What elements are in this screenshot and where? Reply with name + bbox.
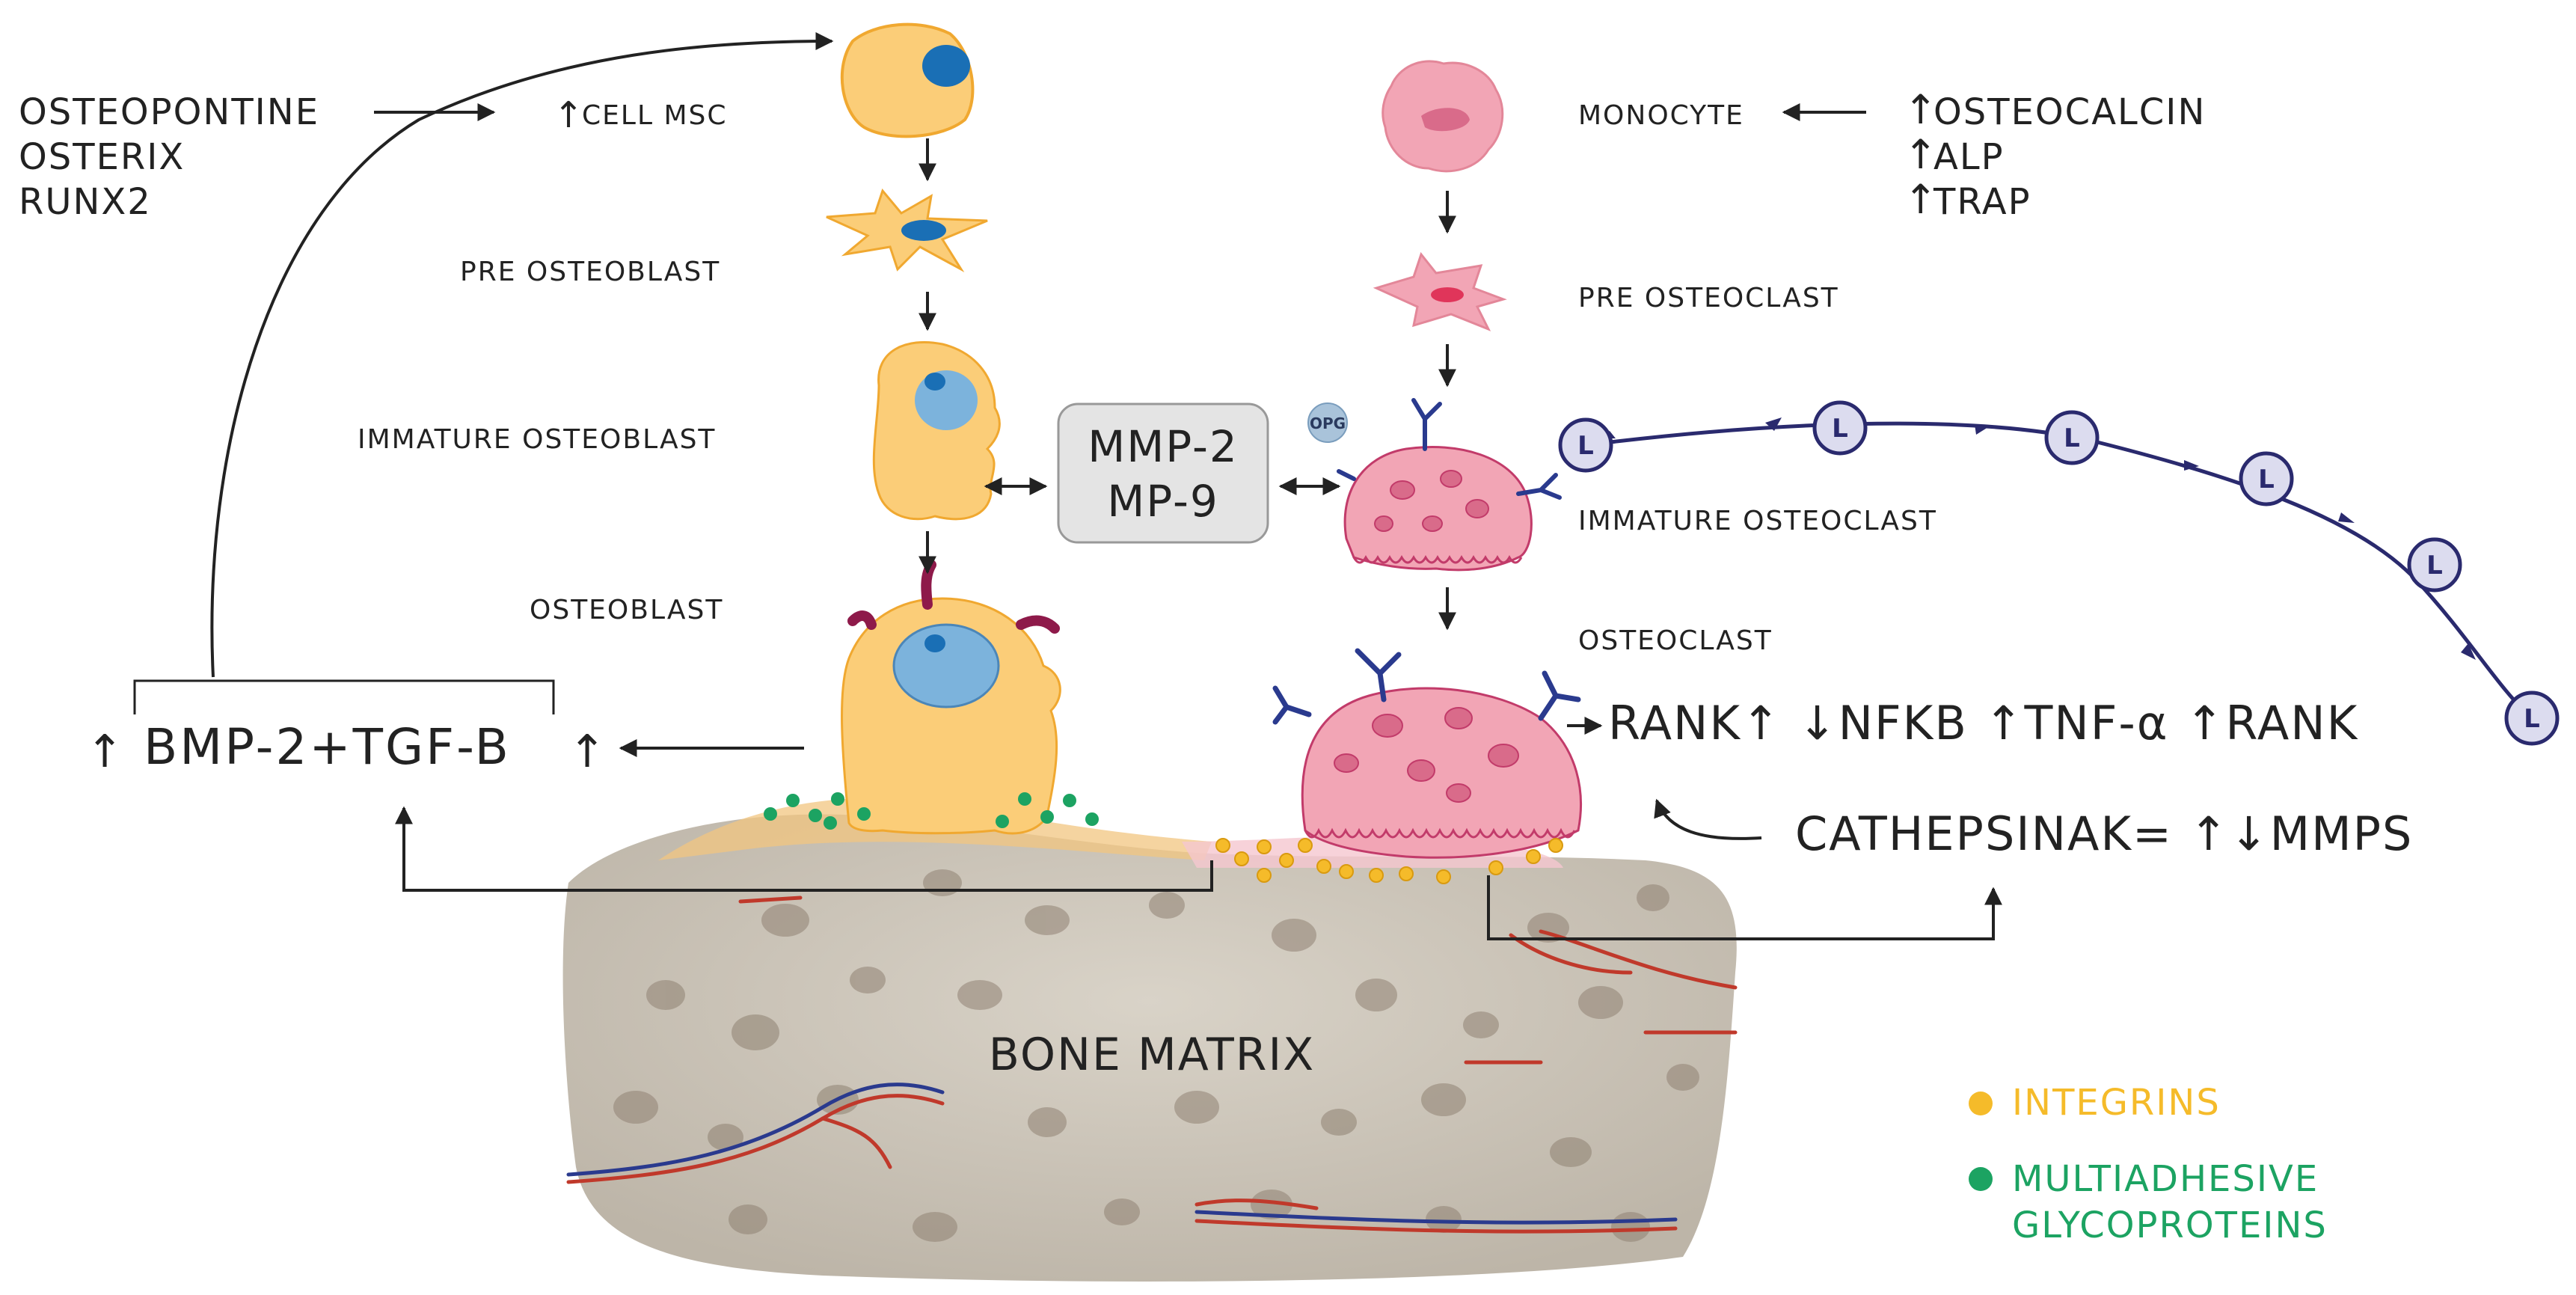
bone-matrix: BONE MATRIX bbox=[562, 797, 1738, 1282]
pre-osteoclast-cell bbox=[1373, 251, 1507, 331]
ligand-label-2: L bbox=[1832, 414, 1848, 444]
glycoprotein-dots bbox=[764, 792, 1099, 830]
pre-osteoclast-label: PRE OSTEOCLAST bbox=[1578, 283, 1839, 313]
runx2-label: RUNX2 bbox=[19, 181, 152, 223]
ligand-label-6: L bbox=[2524, 704, 2540, 734]
ligand-label-4: L bbox=[2258, 465, 2275, 495]
ligand-label-3: L bbox=[2064, 423, 2080, 453]
opg-badge bbox=[1307, 402, 1348, 443]
legend-glycoproteins: GLYCOPROTEINS bbox=[2012, 1204, 2328, 1246]
osteoclast-cell bbox=[1215, 648, 1582, 884]
integrin-to-bmp-arrow bbox=[395, 806, 1213, 892]
alp-up-arrow: ↑ bbox=[1904, 131, 1937, 178]
glycoprotein-legend-dot bbox=[1969, 1167, 1993, 1191]
pre-osteoblast-cell bbox=[826, 188, 988, 273]
pre-osteoblast-label: PRE OSTEOBLAST bbox=[460, 257, 721, 287]
ligand-label-1: L bbox=[1577, 431, 1594, 461]
feedback-arc bbox=[210, 32, 834, 678]
ligand-label-5: L bbox=[2426, 551, 2443, 581]
bmp-tgf-label: BMP-2+TGF-B bbox=[144, 718, 511, 776]
legend-multiadhesive: MULTIADHESIVE bbox=[2012, 1158, 2319, 1200]
osteoclast-label: OSTEOCLAST bbox=[1578, 625, 1773, 656]
rankl-ligand-chain: L L L L L L bbox=[1558, 400, 2560, 746]
osteopontine-label: OSTEOPONTINE bbox=[19, 91, 320, 133]
cell-msc-up-arrow: ↑ bbox=[553, 94, 583, 136]
rank-nfkb-tnf-label: RANK↑ ↓NFKB ↑TNF-α ↑RANK bbox=[1608, 696, 2359, 750]
opg-label: OPG bbox=[1310, 414, 1346, 432]
cathepsin-label: CATHEPSINAK= ↑↓MMPS bbox=[1795, 806, 2414, 861]
immature-osteoblast-label: IMMATURE OSTEOBLAST bbox=[358, 424, 717, 455]
osteoblast-cell bbox=[841, 560, 1061, 835]
osteoblast-label: OSTEOBLAST bbox=[530, 595, 724, 625]
bmp-left-up-arrow: ↑ bbox=[86, 726, 123, 778]
bmp-bracket bbox=[133, 679, 555, 714]
alp-label: ALP bbox=[1933, 136, 2005, 178]
mmp-box: MMP-2 MP-9 bbox=[1057, 402, 1269, 544]
immature-osteoblast-cell bbox=[872, 340, 1001, 521]
cathepsin-to-rank-arrow bbox=[1654, 798, 1762, 840]
integrin-legend-dot bbox=[1969, 1092, 1993, 1115]
immature-osteoclast-label: IMMATURE OSTEOCLAST bbox=[1578, 506, 1937, 536]
osteoclast-to-cathepsin-arrow bbox=[1487, 875, 2002, 940]
cell-msc-label: CELL MSC bbox=[582, 100, 728, 131]
integrin-dots bbox=[1215, 838, 1563, 884]
legend-integrins: INTEGRINS bbox=[2012, 1082, 2221, 1124]
trap-up-arrow: ↑ bbox=[1904, 176, 1937, 223]
monocyte-cell bbox=[1381, 60, 1504, 173]
mmp2-label: MMP-2 bbox=[1088, 421, 1239, 472]
mp9-label: MP-9 bbox=[1107, 476, 1219, 527]
bmp-right-up-arrow: ↑ bbox=[568, 726, 606, 778]
trap-label: TRAP bbox=[1933, 181, 2031, 223]
msc-cell bbox=[840, 22, 975, 138]
bone-matrix-label: BONE MATRIX bbox=[989, 1029, 1316, 1081]
osterix-label: OSTERIX bbox=[19, 136, 185, 178]
immature-osteoclast-cell: OPG bbox=[1307, 398, 1562, 572]
osteocalcin-up-arrow: ↑ bbox=[1904, 86, 1937, 133]
monocyte-label: MONOCYTE bbox=[1578, 100, 1744, 131]
osteocalcin-label: OSTEOCALCIN bbox=[1933, 91, 2207, 133]
